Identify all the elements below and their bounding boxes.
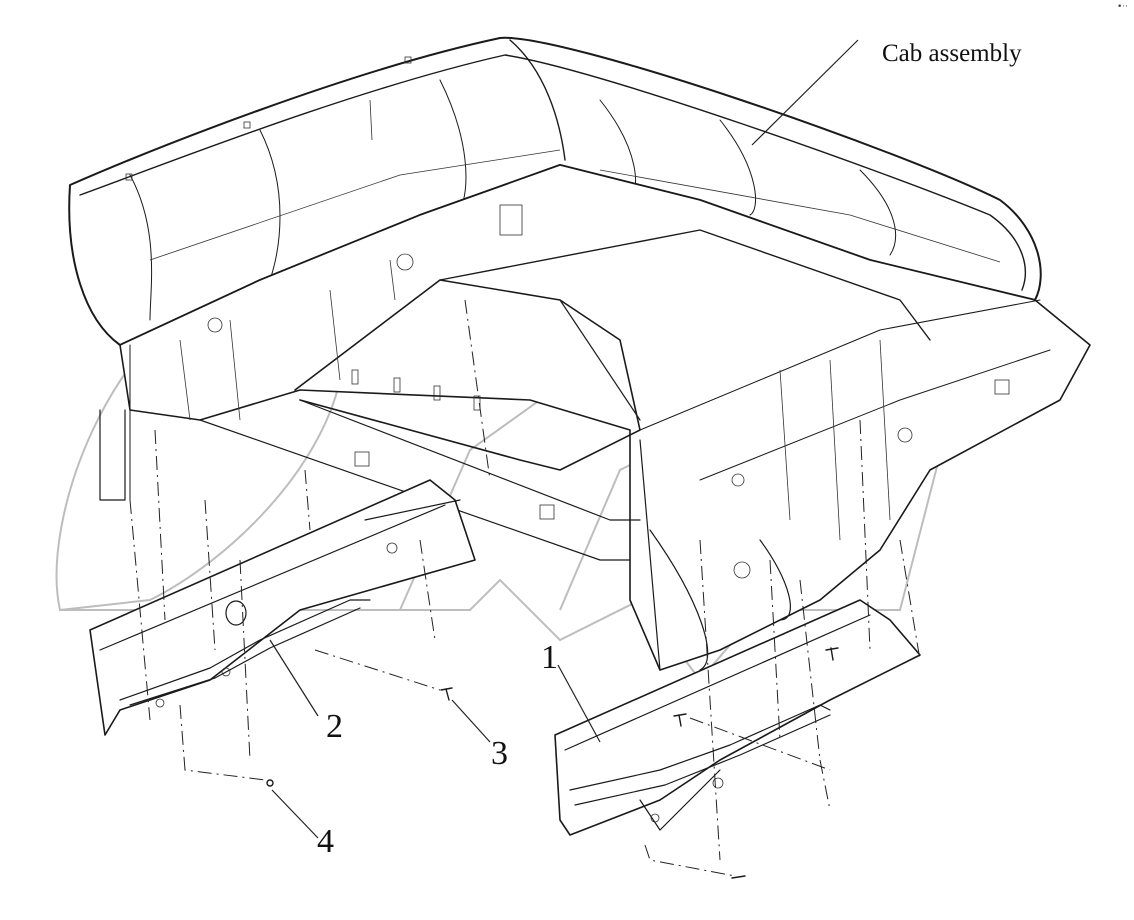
nut-right-icon: [731, 875, 746, 879]
callout-1: 1: [541, 639, 558, 676]
screw-3-icon: [440, 687, 453, 701]
part-1-right-trim: [554, 599, 921, 836]
center-lines: [129, 299, 921, 877]
callout-2: 2: [326, 708, 343, 745]
callout-3: 3: [491, 735, 508, 772]
cab-assembly-label: Cab assembly: [882, 40, 1022, 67]
cab-roof: [68, 36, 1042, 346]
part-2-left-trim: [89, 479, 476, 736]
screw-right-1-icon: [673, 713, 687, 727]
cab-interior: [99, 164, 1091, 671]
leader-lines: [269, 39, 859, 839]
fasteners: [266, 647, 839, 879]
nut-4-icon: [266, 779, 274, 787]
callout-4: 4: [317, 823, 334, 860]
screw-right-2-icon: [825, 647, 839, 661]
options-icon[interactable]: •··: [1116, 2, 1128, 12]
